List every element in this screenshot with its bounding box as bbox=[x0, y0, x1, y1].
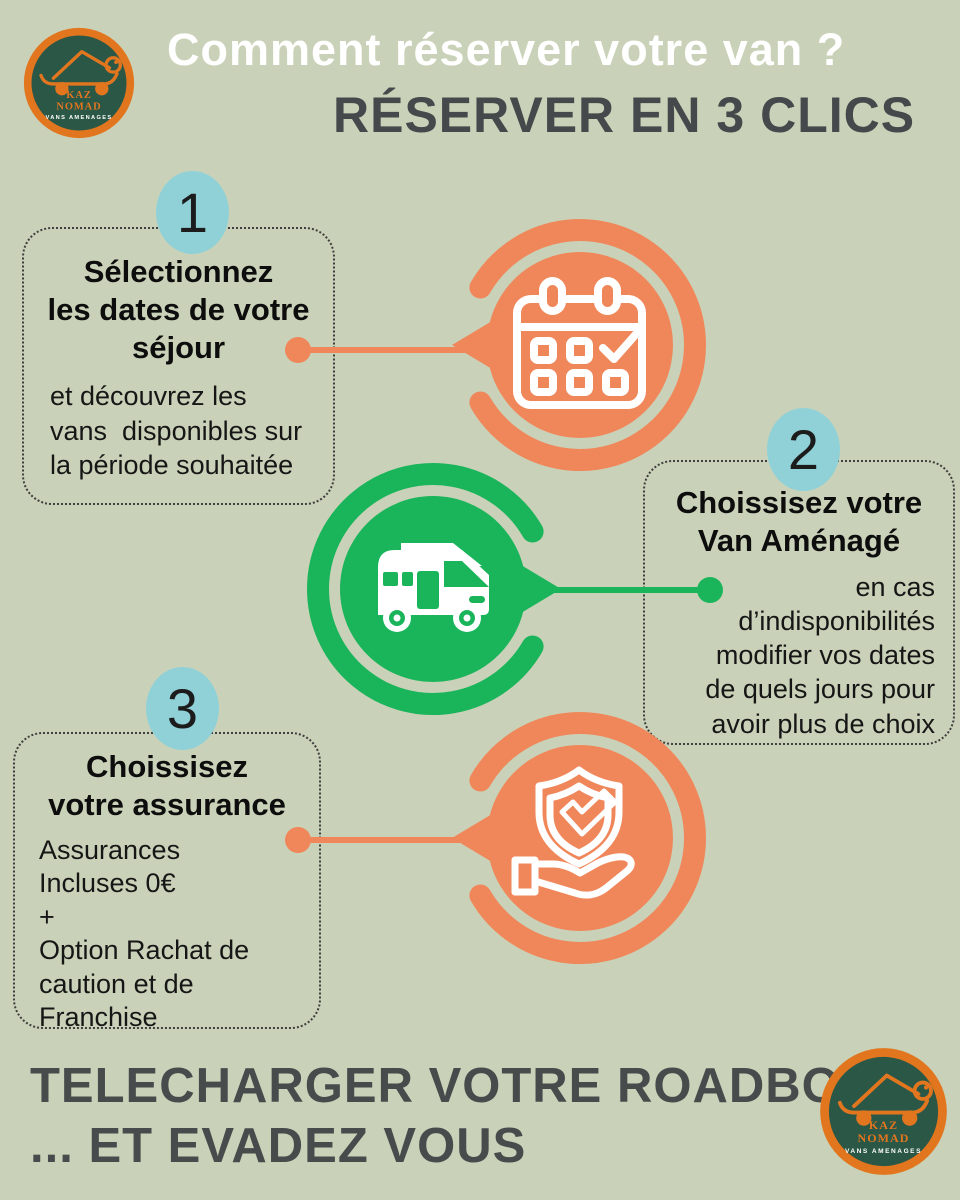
step-1-connector-line bbox=[298, 347, 468, 353]
logo-nomad-text: NOMAD bbox=[857, 1131, 909, 1145]
step-2-icon-badge bbox=[307, 463, 561, 715]
step-1-number: 1 bbox=[176, 181, 209, 244]
step-3-connector-dot bbox=[285, 827, 311, 853]
turtle-van-icon: KAZ NOMAD VANS AMENAGES bbox=[23, 27, 135, 139]
step-3-icon-badge bbox=[452, 712, 706, 964]
page-title: Comment réserver votre van ? bbox=[167, 24, 846, 75]
footer-headline-line2: ... ET EVADEZ VOUS bbox=[30, 1119, 527, 1173]
step-1-card: Sélectionnez les dates de votre séjour e… bbox=[22, 227, 335, 505]
step-2-card: Choissisez votre Van Aménagé en cas d’in… bbox=[643, 460, 955, 745]
step-2-connector-line bbox=[552, 587, 710, 593]
turtle-van-icon: KAZ NOMAD VANS AMENAGES bbox=[820, 1048, 947, 1175]
step-3-number-badge: 3 bbox=[146, 667, 219, 750]
step-3-card: Choissisez votre assurance Assurances In… bbox=[13, 732, 321, 1032]
brand-logo-bottom: KAZ NOMAD VANS AMENAGES bbox=[818, 1046, 949, 1177]
logo-kaz-text: KAZ bbox=[869, 1118, 898, 1132]
step-3-connector-line bbox=[298, 837, 463, 843]
step-1-title: Sélectionnez les dates de votre séjour bbox=[47, 254, 310, 365]
calendar-icon bbox=[513, 277, 646, 409]
step-1-description: et découvrez les vans disponibles sur la… bbox=[50, 381, 303, 480]
step-3-number: 3 bbox=[166, 677, 199, 740]
step-1-number-badge: 1 bbox=[156, 171, 229, 254]
brand-logo-top: KAZ NOMAD VANS AMENAGES bbox=[22, 26, 136, 140]
step-2-number: 2 bbox=[787, 418, 820, 481]
logo-tagline-text: VANS AMENAGES bbox=[845, 1148, 922, 1155]
step-2-description: en cas d’indisponibilités modifier vos d… bbox=[705, 571, 935, 739]
logo-tagline-text: VANS AMENAGES bbox=[46, 115, 113, 121]
footer-headline-line1: TELECHARGER VOTRE ROADBOOK bbox=[30, 1059, 917, 1113]
step-1-icon-badge bbox=[452, 219, 706, 471]
step-2-number-badge: 2 bbox=[767, 408, 840, 491]
step-3-description: Assurances Incluses 0€ + Option Rachat d… bbox=[39, 834, 250, 1032]
shield-check-hand-icon bbox=[511, 766, 635, 899]
step-2-connector-dot bbox=[697, 577, 723, 603]
step-2-title: Choissisez votre Van Aménagé bbox=[675, 485, 923, 558]
step-1-connector-dot bbox=[285, 337, 311, 363]
step-3-title: Choissisez votre assurance bbox=[48, 749, 286, 822]
logo-nomad-text: NOMAD bbox=[56, 102, 101, 113]
page-subtitle: RÉSERVER EN 3 CLICS bbox=[333, 87, 916, 143]
logo-kaz-text: KAZ bbox=[66, 90, 91, 101]
camper-van-icon bbox=[378, 543, 489, 632]
